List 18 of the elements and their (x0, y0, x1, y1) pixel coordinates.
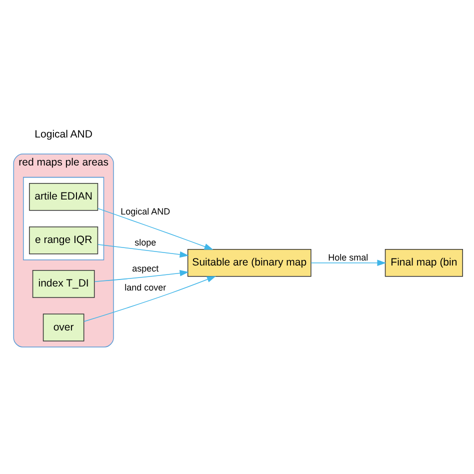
edge-label: Logical AND (120, 206, 170, 217)
node-box: Suitable are (binary map (187, 249, 312, 277)
cluster (23, 176, 104, 260)
arrow (94, 270, 189, 282)
edge-label: slope (134, 237, 156, 248)
node-box: Final map (bin (384, 249, 463, 277)
label: Logical AND (34, 128, 92, 140)
arrow (98, 244, 189, 258)
edge-label: Hole smal (328, 252, 368, 262)
node-box: over (42, 314, 84, 342)
node-box: e range IQR (29, 226, 98, 254)
node-box: artile EDIAN (29, 182, 98, 211)
arrow (310, 260, 386, 266)
node-box: index T_DI (32, 270, 95, 298)
edge-label: aspect (132, 264, 159, 274)
arrow (97, 208, 214, 250)
edge-label: land cover (124, 282, 166, 292)
arrow (84, 276, 216, 322)
